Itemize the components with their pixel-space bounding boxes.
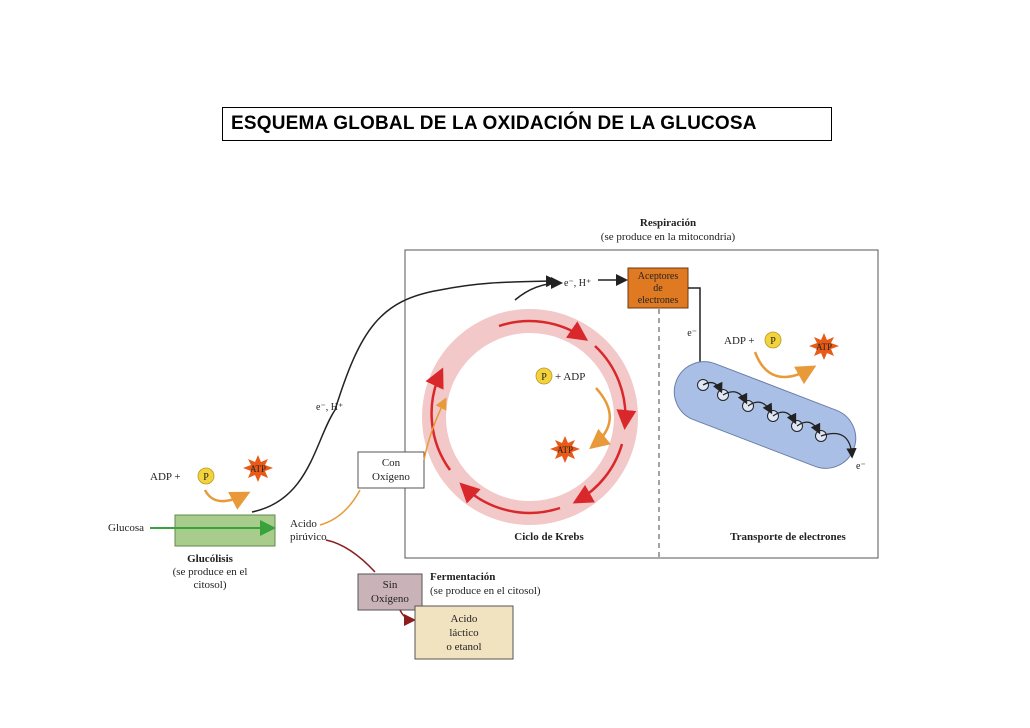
fermentation-title: Fermentación (430, 571, 495, 583)
without-oxygen-box (357, 573, 423, 611)
acceptors-line-3: electrones (638, 295, 679, 306)
transport-carriers (697, 379, 827, 442)
with-oxygen-line-1: Con (382, 457, 401, 469)
glycolysis-box (174, 514, 276, 547)
transport-label: Transporte de electrones (730, 531, 846, 543)
products-line-2: láctico (449, 627, 479, 639)
pyruvic-to-oxygen-arrow (319, 489, 361, 526)
electron-middle-label: e⁻, H⁺ (316, 402, 343, 413)
transport-atp-label: ATP (816, 342, 832, 352)
phosphate-icon (535, 367, 553, 385)
atp-star-icon (550, 436, 580, 463)
glycolysis-note-1: (se produce en el (173, 566, 248, 578)
products-line-1: Acido (451, 613, 478, 625)
transport-atp-arrow (753, 351, 817, 385)
phosphate-icon (764, 331, 782, 349)
krebs-to-electrons-arrow (514, 277, 563, 301)
electron-transport-tube (673, 361, 857, 469)
transport-p-label: P (770, 336, 776, 347)
glycolysis-adp-label: ADP + (150, 471, 181, 483)
pyruvic-line-2: pirúvico (290, 531, 327, 543)
acceptors-line-1: Aceptores (638, 271, 679, 282)
products-box (414, 605, 514, 660)
electron-top-label: e⁻, H⁺ (564, 278, 591, 289)
with-oxygen-line-2: Oxígeno (372, 471, 410, 483)
atp-star-icon (243, 455, 273, 482)
acceptor-out-label: e⁻ (687, 328, 697, 339)
without-oxygen-line-1: Sin (383, 579, 398, 591)
krebs-label: Ciclo de Krebs (514, 531, 584, 543)
with-oxygen-box (357, 451, 425, 489)
products-line-3: o etanol (446, 641, 481, 653)
glycolysis-label: Glucólisis (187, 553, 234, 565)
glycolysis-atp-label: ATP (250, 464, 266, 474)
page-title: ESQUEMA GLOBAL DE LA OXIDACIÓN DE LA GLU… (222, 107, 832, 141)
fermentation-to-products-arrow (399, 609, 416, 626)
transport-out-label: e⁻ (856, 461, 866, 472)
krebs-atp-label: ATP (557, 445, 573, 455)
atp-star-icon (809, 333, 839, 360)
fermentation-subtitle: (se produce en el citosol) (430, 585, 541, 597)
krebs-p-label: P (541, 372, 547, 383)
pyruvic-to-fermentation-arrow (325, 539, 376, 573)
without-oxygen-line-2: Oxígeno (371, 593, 409, 605)
mitochondria-frame (404, 249, 879, 559)
transport-electron-path (702, 381, 857, 459)
krebs-adp-label: + ADP (555, 371, 585, 383)
phosphate-icon (197, 467, 215, 485)
glycolysis-atp-arrow (203, 489, 251, 510)
pyruvic-line-1: Acido (290, 518, 317, 530)
acceptors-line-2: de (653, 283, 663, 294)
glucose-label: Glucosa (108, 522, 144, 534)
krebs-cycle-arrows (425, 319, 637, 515)
acceptors-to-transport-arrow (688, 287, 706, 385)
respiration-title: Respiración (640, 217, 696, 229)
glycolysis-note-2: citosol) (194, 579, 227, 591)
krebs-atp-arrow (589, 387, 611, 450)
glycolysis-p-label: P (203, 472, 209, 483)
transport-adp-label: ADP + (724, 335, 755, 347)
oxygen-to-krebs-arrow (423, 397, 447, 461)
respiration-subtitle: (se produce en la mitocondria) (601, 231, 736, 243)
glycolysis-electron-path (251, 275, 558, 513)
